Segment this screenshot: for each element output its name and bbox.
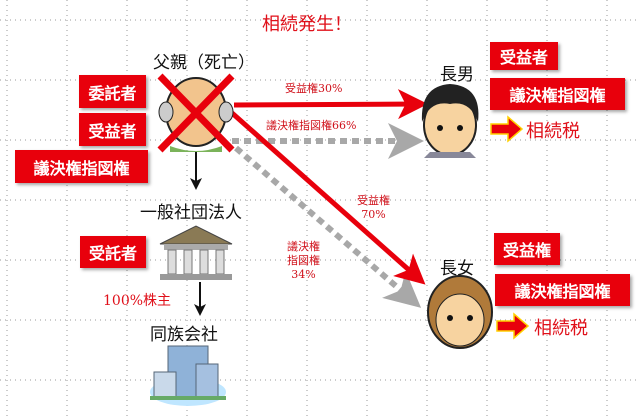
son-tax-arrow-icon bbox=[490, 115, 524, 143]
father-role-voting: 議決権指図権 bbox=[15, 150, 148, 183]
daughter-vote-label-line: 議決権 bbox=[287, 240, 320, 253]
son-role-beneficiary: 受益者 bbox=[490, 42, 558, 70]
company-label: 同族会社 bbox=[150, 325, 218, 345]
association-label: 一般社団法人 bbox=[140, 203, 242, 223]
father-label: 父親（死亡） bbox=[153, 53, 255, 73]
son-vote-label: 議決権指図権66% bbox=[266, 119, 357, 132]
son-benefit-arrow bbox=[233, 89, 428, 120]
daughter-tax-label: 相続税 bbox=[534, 318, 588, 339]
daughter-vote-label-line: 34% bbox=[291, 268, 316, 281]
son-benefit-label: 受益権30% bbox=[285, 82, 343, 95]
son-label: 長男 bbox=[440, 65, 474, 85]
daughter-face-icon bbox=[427, 275, 493, 349]
daughter-benefit-label-line: 受益権 bbox=[357, 194, 390, 207]
shareholding-label: 100%株主 bbox=[103, 293, 172, 309]
father-role-trustor: 委託者 bbox=[79, 75, 146, 108]
association-role-trustee: 受託者 bbox=[80, 236, 146, 268]
daughter-tax-arrow-icon bbox=[496, 312, 530, 340]
daughter-vote-label-line: 指図権 bbox=[287, 254, 320, 267]
bank-icon bbox=[159, 225, 233, 280]
daughter-benefit-label-line: 70% bbox=[361, 208, 386, 221]
daughter-vote-arrow bbox=[234, 145, 422, 308]
son-role-voting: 議決権指図権 bbox=[490, 78, 625, 110]
daughter-label: 長女 bbox=[440, 259, 474, 279]
company-building-icon bbox=[150, 345, 226, 406]
daughter-vote-label: 議決権 指図権 34% bbox=[287, 240, 320, 282]
son-face-icon bbox=[421, 84, 479, 158]
daughter-benefit-label: 受益権 70% bbox=[357, 194, 390, 222]
daughter-role-beneficiary: 受益権 bbox=[494, 233, 560, 265]
father-face-icon bbox=[157, 73, 235, 153]
daughter-benefit-arrow bbox=[230, 111, 426, 285]
father-role-beneficiary: 受益者 bbox=[79, 113, 146, 146]
daughter-role-voting: 議決権指図権 bbox=[495, 274, 630, 306]
son-tax-label: 相続税 bbox=[526, 121, 580, 142]
diagram-title: 相続発生！ bbox=[262, 14, 352, 35]
